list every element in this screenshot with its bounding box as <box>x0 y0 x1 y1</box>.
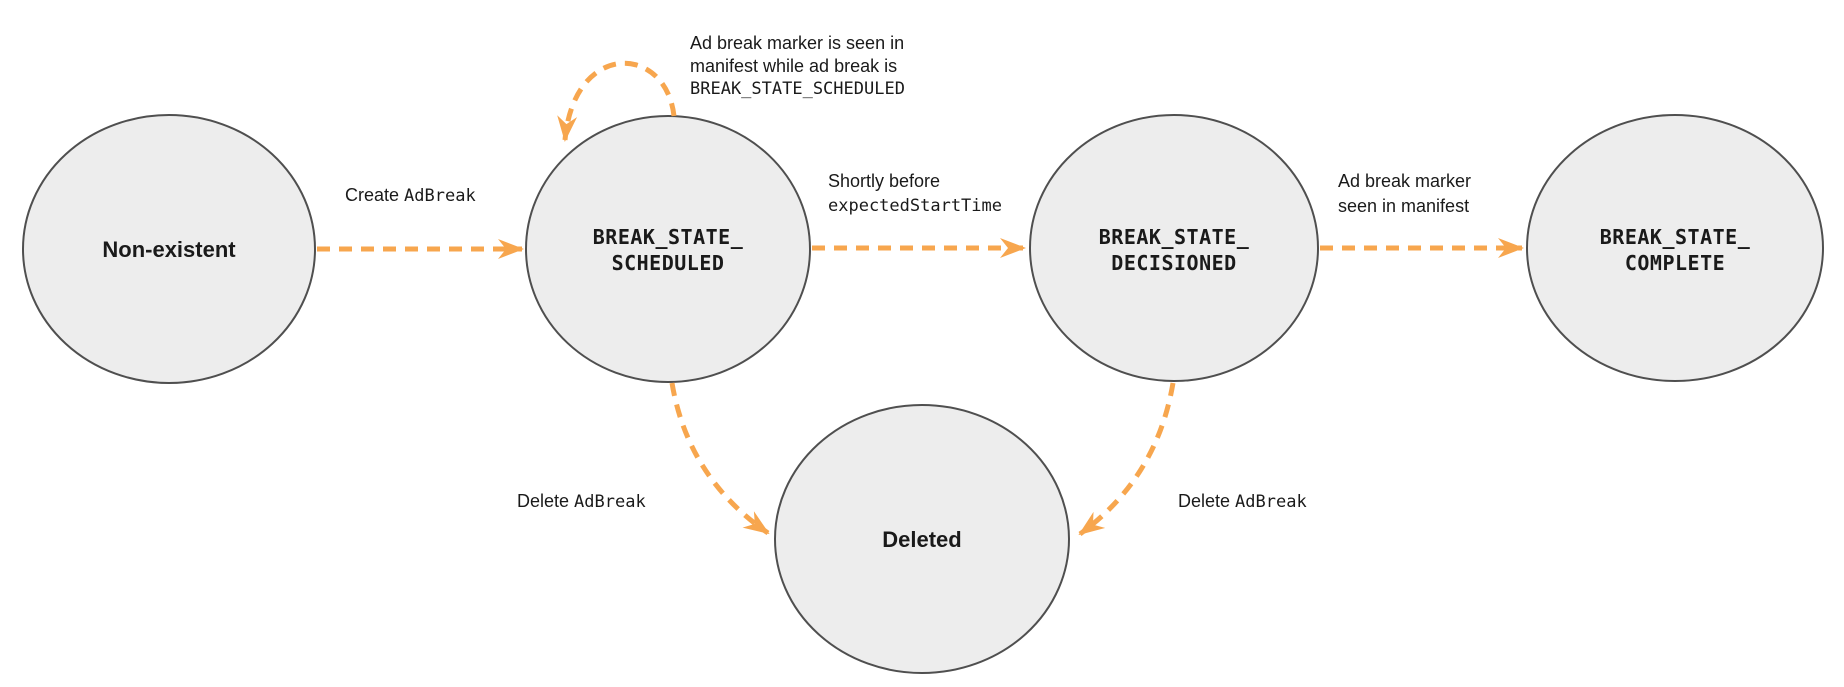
state-circle-non-existent <box>22 114 316 384</box>
state-circle-decisioned <box>1029 114 1319 382</box>
edge-label-self-loop: Ad break marker is seen in manifest whil… <box>690 33 905 99</box>
edge-self-loop-scheduled <box>557 60 677 142</box>
state-label-decisioned: BREAK_STATE_ DECISIONED <box>1098 225 1250 275</box>
state-label-non-existent: Non-existent <box>102 237 236 262</box>
state-label-scheduled: BREAK_STATE_ SCHEDULED <box>592 225 744 275</box>
state-circle-deleted <box>774 404 1070 674</box>
edge-scheduled-to-deleted <box>669 382 770 536</box>
edge-label-delete-adbreak-right: Delete AdBreak <box>1178 491 1307 512</box>
state-circle-complete <box>1526 114 1824 382</box>
edge-label-marker-seen: Ad break marker seen in manifest <box>1338 171 1472 216</box>
edge-label-shortly-before: Shortly before expectedStartTime <box>828 171 1002 216</box>
state-label-complete: BREAK_STATE_ COMPLETE <box>1599 225 1751 275</box>
edge-label-delete-adbreak-left: Delete AdBreak <box>517 491 646 512</box>
edge-label-create-adbreak: Create AdBreak <box>345 185 476 206</box>
state-circle-scheduled <box>525 115 811 383</box>
edge-decisioned-to-deleted <box>1078 382 1176 537</box>
state-label-deleted: Deleted <box>882 527 962 552</box>
